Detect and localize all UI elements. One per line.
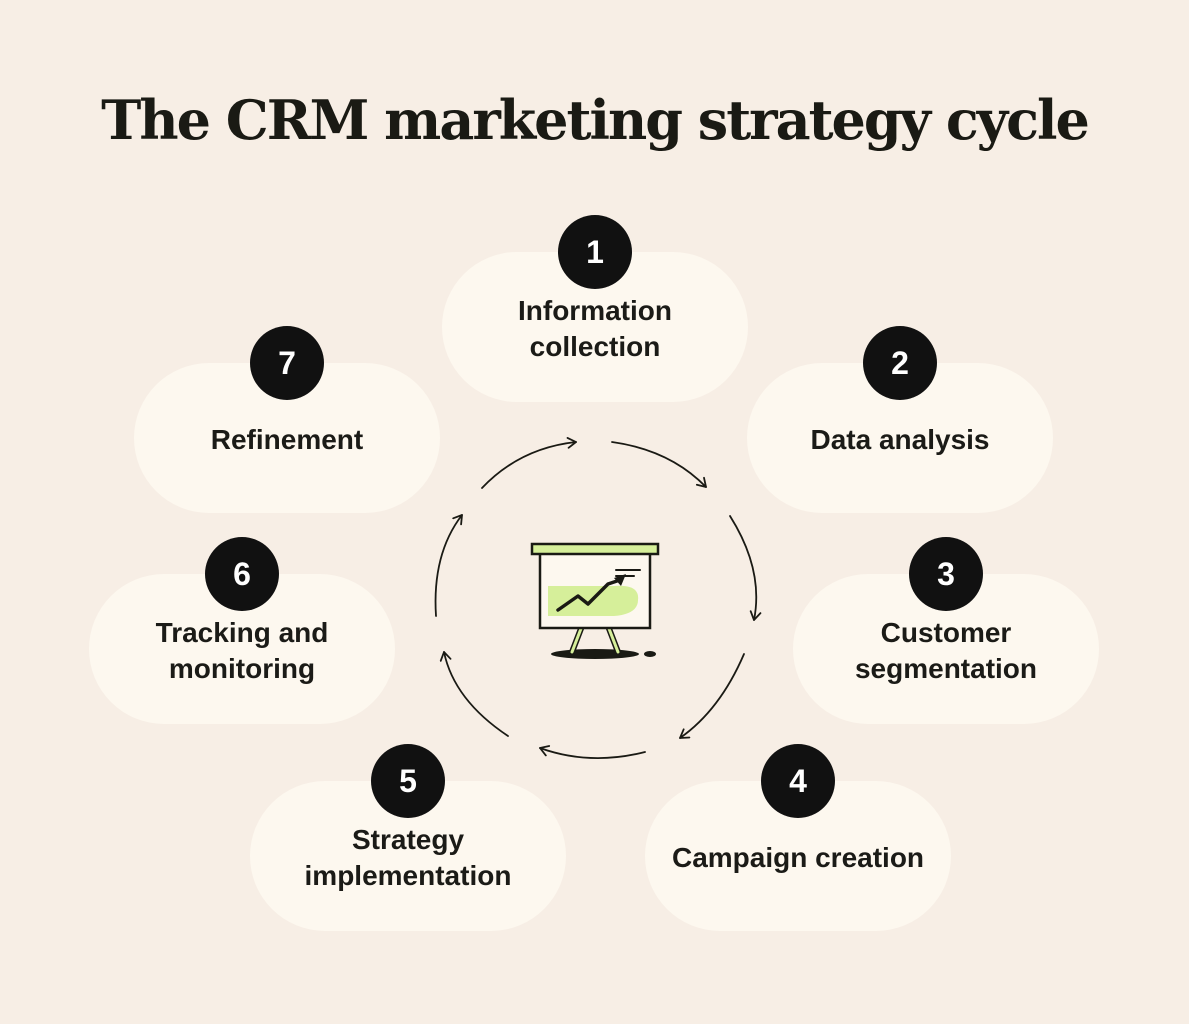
step-7: Refinement 7	[134, 326, 440, 513]
cycle-arrow-3	[729, 515, 762, 621]
step-2: Data analysis 2	[747, 326, 1053, 513]
cycle-arrow-6	[439, 651, 509, 737]
cycle-arrow-7	[434, 514, 463, 617]
step-label: Refinement	[210, 424, 364, 455]
step-number-badge: 4	[761, 744, 835, 818]
step-label: Customer segmentation	[854, 617, 1038, 684]
presentation-chart-icon	[530, 542, 660, 659]
step-number-badge: 1	[558, 215, 632, 289]
step-label: Campaign creation	[671, 842, 925, 873]
step-number-badge: 2	[863, 326, 937, 400]
cycle-diagram	[434, 436, 762, 760]
cycle-arrow-2	[611, 441, 707, 488]
cycle-arrow-1	[481, 436, 577, 489]
step-3: Customer segmentation 3	[793, 537, 1099, 724]
step-number-badge: 7	[250, 326, 324, 400]
step-number-badge: 5	[371, 744, 445, 818]
step-number-badge: 6	[205, 537, 279, 611]
step-label: Tracking and monitoring	[155, 617, 329, 684]
cycle-arrows	[434, 436, 762, 760]
page-title: The CRM marketing strategy cycle	[101, 88, 1090, 152]
cycle-arrow-5	[539, 745, 646, 760]
cycle-arrow-4	[679, 653, 745, 739]
step-4: Campaign creation 4	[645, 744, 951, 931]
step-number-badge: 3	[909, 537, 983, 611]
step-6: Tracking and monitoring 6	[89, 537, 395, 724]
step-label: Data analysis	[810, 424, 990, 455]
step-label: Information collection	[518, 295, 672, 362]
step-1: Information collection 1	[442, 215, 748, 402]
step-label: Strategy implementation	[304, 824, 512, 891]
step-5: Strategy implementation 5	[250, 744, 566, 931]
